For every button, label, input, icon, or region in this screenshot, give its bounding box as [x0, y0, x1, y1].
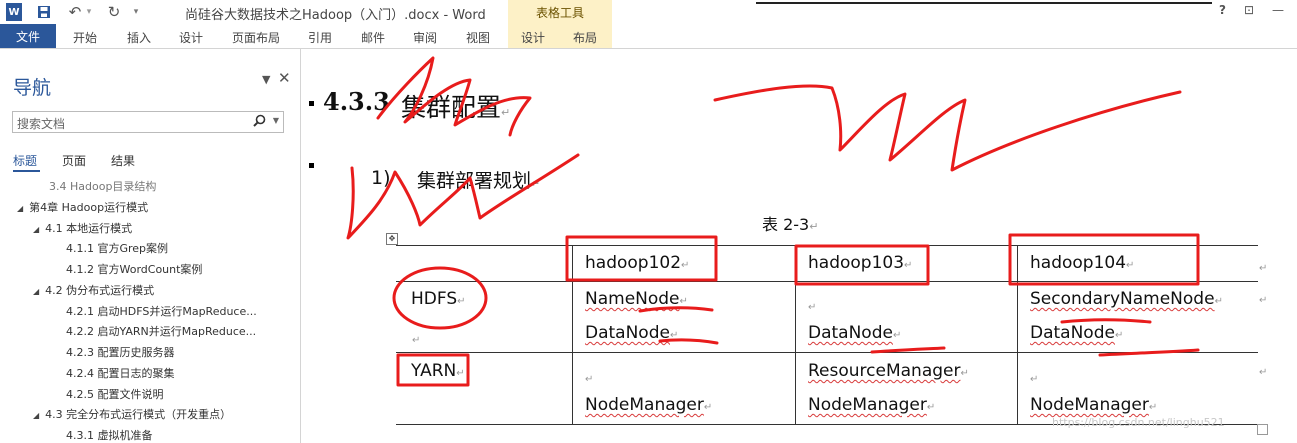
table-border [396, 245, 1258, 246]
heading-number: 4.3.3 [323, 87, 390, 116]
heading-item[interactable]: 4.2.2 启动YARN并运行MapReduce... [66, 325, 257, 338]
navigation-pane: 导航 ▼ ✕ 搜索文档 ▼ 标题 页面 结果 3.4 Hadoop目录结构 ◢第… [0, 49, 301, 443]
search-placeholder: 搜索文档 [17, 117, 66, 131]
active-tab-indicator [13, 170, 40, 172]
table-border [396, 281, 1258, 282]
heading-item[interactable]: 4.2.5 配置文件说明 [66, 388, 164, 401]
row-end-mark: ↵ [1259, 263, 1268, 274]
heading-item[interactable]: ◢第4章 Hadoop运行模式 [17, 201, 149, 214]
table-cell[interactable]: DataNode↵ [585, 323, 679, 343]
heading-item[interactable]: ◢4.1 本地运行模式 [33, 222, 133, 235]
chevron-down-icon[interactable]: ▼ [272, 116, 279, 125]
title-divider [756, 2, 1212, 4]
tab-table-design[interactable]: 设计 [521, 31, 546, 45]
table-row-label[interactable]: YARN↵ [411, 361, 465, 381]
subheading-text: 集群部署规划↵ [417, 170, 541, 192]
empty-cell-mark: ↵ [808, 302, 817, 313]
table-cell[interactable]: NodeManager↵ [1030, 395, 1158, 415]
page-corner-mark [1257, 424, 1268, 435]
search-input[interactable]: 搜索文档 ▼ [12, 111, 284, 133]
customize-icon[interactable]: ▾ [133, 7, 139, 17]
table-cell[interactable]: NodeManager↵ [808, 395, 936, 415]
table-cell[interactable]: DataNode↵ [808, 323, 902, 343]
triangle-icon[interactable]: ◢ [33, 411, 40, 420]
row-end-mark: ↵ [1259, 367, 1268, 378]
heading-item[interactable]: 3.4 Hadoop目录结构 [49, 180, 157, 193]
tab-view[interactable]: 视图 [466, 31, 491, 45]
table-border [572, 245, 573, 424]
heading-text: 集群配置↵ [401, 93, 511, 122]
undo-icon[interactable]: ↶ [68, 3, 82, 21]
heading-item[interactable]: 4.2.1 启动HDFS并运行MapReduce... [66, 305, 257, 318]
bullet-marker [309, 163, 314, 168]
heading-item[interactable]: 4.1.2 官方WordCount案例 [66, 263, 203, 276]
tab-file[interactable]: 文件 [0, 24, 56, 48]
tab-design[interactable]: 设计 [179, 31, 204, 45]
heading-item[interactable]: ◢4.3 完全分布式运行模式（开发重点） [33, 408, 232, 421]
tab-references[interactable]: 引用 [308, 31, 333, 45]
help-button[interactable]: ? [1219, 3, 1226, 17]
pin-icon[interactable]: ▼ [262, 73, 271, 86]
tab-review[interactable]: 审阅 [413, 31, 438, 45]
title-bar: W ↶ ▾ ↻ ▾ 尚硅谷大数据技术之Hadoop（入门）.docx - Wor… [0, 0, 1297, 24]
bullet-marker [309, 101, 314, 106]
tab-headings[interactable]: 标题 [13, 154, 38, 168]
undo-dropdown-icon[interactable]: ▾ [86, 7, 92, 17]
table-tools-background [508, 24, 612, 48]
table-header-cell[interactable]: hadoop103↵ [808, 253, 913, 273]
tab-table-layout[interactable]: 布局 [573, 31, 598, 45]
ribbon-divider [0, 48, 1297, 49]
heading-item[interactable]: ◢4.2 伪分布式运行模式 [33, 284, 155, 297]
search-icon[interactable] [253, 114, 266, 131]
table-border [396, 424, 1258, 425]
table-move-handle-icon[interactable]: ✥ [386, 233, 398, 245]
list-number: 1) [371, 167, 391, 189]
table-cell[interactable]: NameNode↵ [585, 289, 688, 309]
triangle-icon[interactable]: ◢ [33, 225, 40, 234]
tab-pages[interactable]: 页面 [62, 154, 87, 168]
table-border [1017, 245, 1018, 424]
close-icon[interactable]: ✕ [278, 69, 291, 87]
empty-cell-mark: ↵ [585, 374, 594, 385]
row-end-mark: ↵ [1259, 295, 1268, 306]
heading-item[interactable]: 4.2.4 配置日志的聚集 [66, 367, 175, 380]
table-cell[interactable]: NodeManager↵ [585, 395, 713, 415]
restore-icon[interactable]: ⊡ [1244, 3, 1255, 17]
table-header-cell[interactable]: hadoop104↵ [1030, 253, 1135, 273]
tab-insert[interactable]: 插入 [127, 31, 152, 45]
table-header-cell[interactable]: hadoop102↵ [585, 253, 690, 273]
table-cell[interactable]: SecondaryNameNode↵ [1030, 289, 1223, 309]
heading-item[interactable]: 4.1.1 官方Grep案例 [66, 242, 169, 255]
triangle-icon[interactable]: ◢ [17, 204, 24, 213]
empty-cell-mark: ↵ [1030, 374, 1039, 385]
redo-icon[interactable]: ↻ [107, 3, 121, 21]
document-page[interactable]: 4.3.3 集群配置↵ 1) 集群部署规划↵ 表 2-3↵ ✥ hadoop10… [301, 49, 1297, 443]
table-row-label[interactable]: HDFS↵ [411, 289, 466, 309]
tab-page-layout[interactable]: 页面布局 [232, 31, 281, 45]
watermark: https://blog.csdn.net/linghu521 [1052, 416, 1225, 429]
table-cell[interactable]: ResourceManager↵ [808, 361, 969, 381]
table-tools-label: 表格工具 [508, 0, 612, 24]
table-caption: 表 2-3↵ [762, 215, 819, 234]
tab-home[interactable]: 开始 [73, 31, 98, 45]
minimize-button[interactable]: — [1272, 3, 1284, 17]
heading-item[interactable]: 4.2.3 配置历史服务器 [66, 346, 175, 359]
save-icon[interactable] [36, 3, 52, 21]
table-border [795, 245, 796, 424]
word-logo-icon[interactable]: W [6, 3, 22, 21]
empty-cell-mark: ↵ [412, 335, 421, 346]
window-title: 尚硅谷大数据技术之Hadoop（入门）.docx - Word [185, 8, 486, 23]
table-border [396, 352, 1258, 353]
table-cell[interactable]: DataNode↵ [1030, 323, 1124, 343]
tab-mailings[interactable]: 邮件 [361, 31, 386, 45]
triangle-icon[interactable]: ◢ [33, 287, 40, 296]
tab-results[interactable]: 结果 [111, 154, 136, 168]
ribbon-tabs: 文件 开始 插入 设计 页面布局 引用 邮件 审阅 视图 设计 布局 [0, 24, 1297, 48]
heading-item[interactable]: 4.3.1 虚拟机准备 [66, 429, 153, 442]
nav-title: 导航 [13, 77, 52, 99]
